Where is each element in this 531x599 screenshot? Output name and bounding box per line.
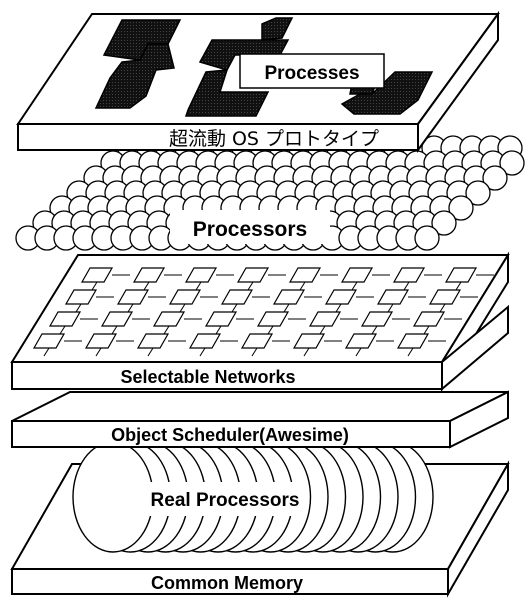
network-switch xyxy=(240,333,274,349)
common-memory-label: Common Memory xyxy=(151,573,303,593)
network-link xyxy=(455,281,462,291)
selectable-networks-label: Selectable Networks xyxy=(120,367,295,387)
network-link xyxy=(91,281,98,291)
processor-sphere xyxy=(465,180,491,206)
network-link xyxy=(371,325,378,335)
network-link xyxy=(147,347,154,357)
network-link xyxy=(423,325,430,335)
network-switch xyxy=(100,311,134,327)
network-switch xyxy=(116,289,150,305)
network-link xyxy=(351,281,358,291)
processes-label-box: Processes xyxy=(239,53,385,89)
network-link xyxy=(127,303,134,313)
processor-sphere xyxy=(414,225,440,251)
network-link xyxy=(75,303,82,313)
network-link xyxy=(247,281,254,291)
network-switch xyxy=(396,333,430,349)
processor-sphere xyxy=(448,195,474,221)
network-switch xyxy=(184,267,218,283)
network-switch xyxy=(204,311,238,327)
network-link xyxy=(143,281,150,291)
network-switch xyxy=(428,289,462,305)
network-link xyxy=(163,325,170,335)
processor-sphere xyxy=(482,165,508,191)
network-switch xyxy=(360,311,394,327)
network-switch xyxy=(340,267,374,283)
network-link xyxy=(95,347,102,357)
network-link xyxy=(43,347,50,357)
network-link xyxy=(215,325,222,335)
real-processors-label-box: Real Processors xyxy=(147,482,303,516)
network-switch xyxy=(80,267,114,283)
network-switch xyxy=(188,333,222,349)
network-link xyxy=(335,303,342,313)
network-switch xyxy=(64,289,98,305)
network-switch xyxy=(256,311,290,327)
network-link xyxy=(407,347,414,357)
network-link xyxy=(299,281,306,291)
processor-sphere xyxy=(431,210,457,236)
network-switch xyxy=(220,289,254,305)
processes-layer: Processes 超流動 OS プロトタイプ xyxy=(16,10,500,154)
network-switch xyxy=(376,289,410,305)
network-link xyxy=(387,303,394,313)
network-link xyxy=(251,347,258,357)
network-link xyxy=(355,347,362,357)
network-link xyxy=(303,347,310,357)
processors-label-box: Processors xyxy=(170,210,330,244)
object-scheduler-layer: Object Scheduler(Awesime) xyxy=(11,390,509,449)
network-switch xyxy=(168,289,202,305)
network-link xyxy=(111,325,118,335)
network-switch xyxy=(236,267,270,283)
real-processors-label: Real Processors xyxy=(151,490,300,511)
network-link xyxy=(199,347,206,357)
process-blocks xyxy=(94,17,434,117)
network-switch xyxy=(288,267,322,283)
network-switch xyxy=(48,311,82,327)
network-switch-mesh xyxy=(32,267,494,357)
network-link xyxy=(403,281,410,291)
network-switch xyxy=(344,333,378,349)
processors-label: Processors xyxy=(193,218,307,241)
processes-label: Processes xyxy=(264,63,359,84)
network-link xyxy=(195,281,202,291)
network-switch xyxy=(412,311,446,327)
network-link xyxy=(231,303,238,313)
network-switch xyxy=(132,267,166,283)
network-link xyxy=(179,303,186,313)
processor-sphere xyxy=(499,150,525,176)
network-switch xyxy=(308,311,342,327)
network-switch xyxy=(136,333,170,349)
os-prototype-label: 超流動 OS プロトタイプ xyxy=(169,128,379,150)
network-link xyxy=(439,303,446,313)
selectable-networks-layer: Selectable Networks xyxy=(10,251,510,393)
network-link xyxy=(319,325,326,335)
network-switch xyxy=(32,333,66,349)
network-switch xyxy=(324,289,358,305)
object-scheduler-label: Object Scheduler(Awesime) xyxy=(111,425,349,445)
network-switch xyxy=(84,333,118,349)
network-switch xyxy=(292,333,326,349)
network-switch xyxy=(152,311,186,327)
network-link xyxy=(283,303,290,313)
network-switch xyxy=(272,289,306,305)
network-link xyxy=(267,325,274,335)
network-switch xyxy=(392,267,426,283)
real-processor-disc xyxy=(72,441,154,553)
network-link xyxy=(59,325,66,335)
network-switch xyxy=(444,267,478,283)
